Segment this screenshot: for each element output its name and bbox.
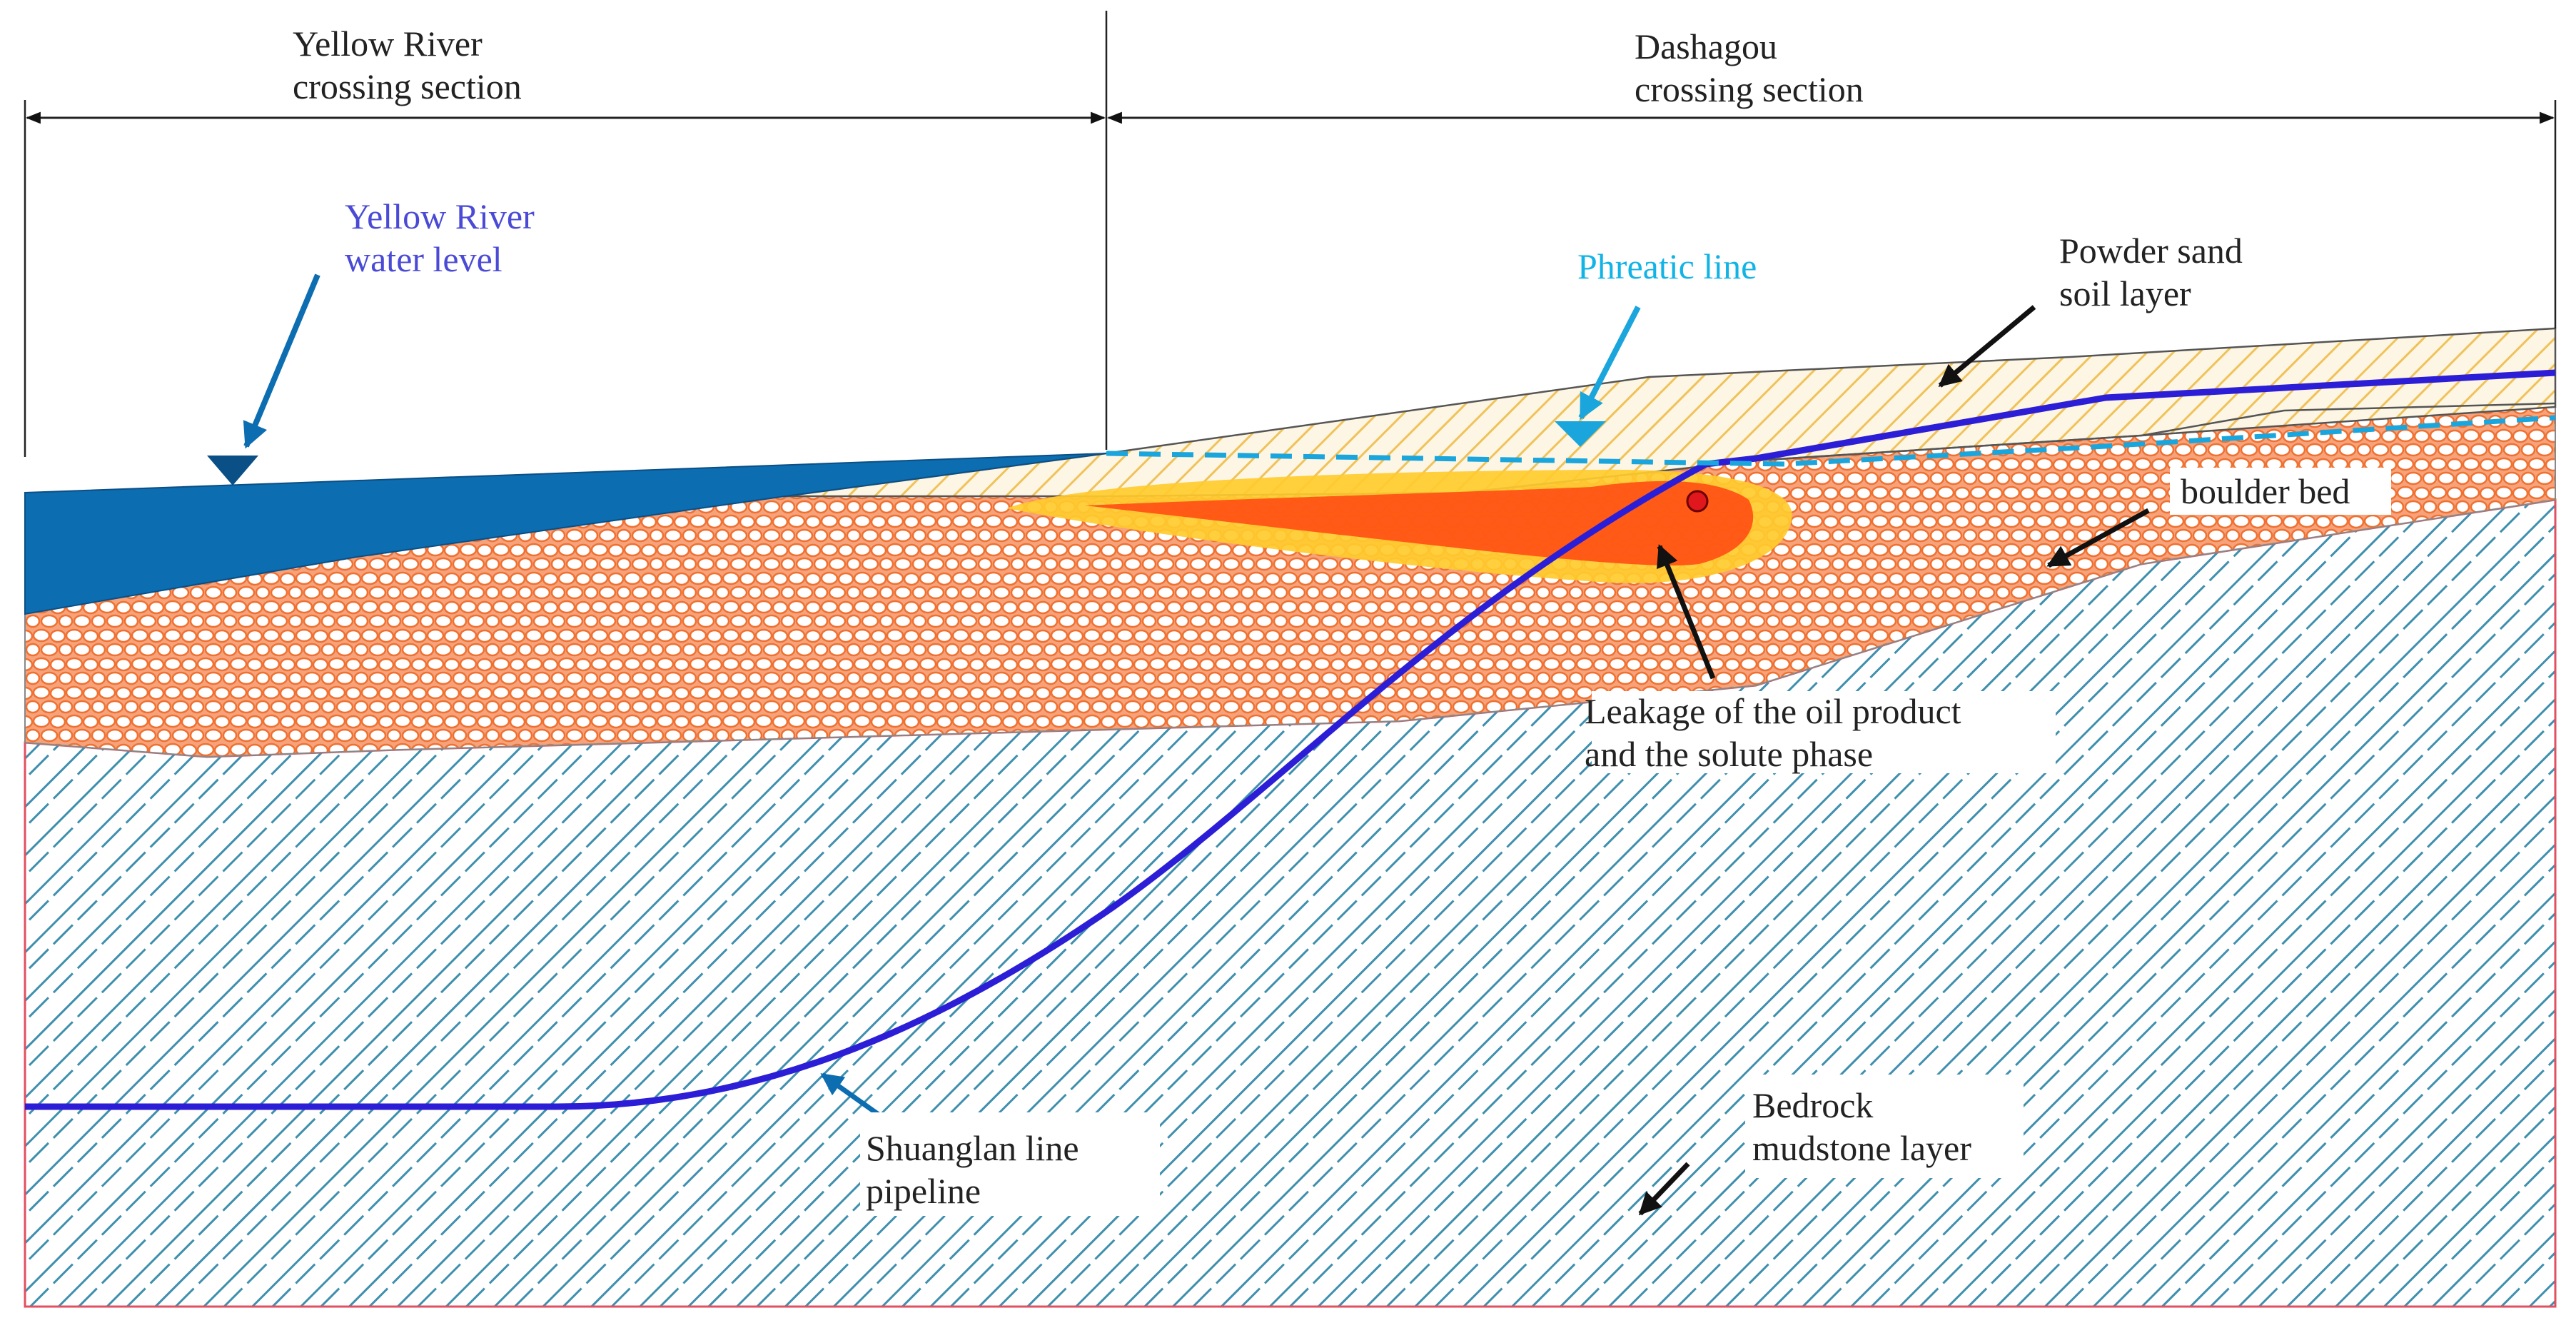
shuanglan-pipeline xyxy=(25,369,2556,1110)
water-level-label: Yellow River water level xyxy=(345,196,543,279)
bedrock-arrow xyxy=(1638,1162,1690,1216)
leakage-label: Leakage of the oil product and the solut… xyxy=(1585,691,1970,774)
powder-sand-label: Powder sand soil layer xyxy=(2059,231,2251,313)
boulder-bed-arrow xyxy=(2046,508,2150,568)
phreatic-line xyxy=(1106,415,2556,467)
pipeline-label: Shuanglan line pipeline xyxy=(866,1128,1088,1211)
yellow-river-section-title: Yellow River crossing section xyxy=(293,24,522,106)
leakage-arrow xyxy=(1657,544,1716,680)
leak-point xyxy=(1686,490,1709,513)
boulder-upper-boundary xyxy=(1755,402,2556,462)
phreatic-line-label: Phreatic line xyxy=(1577,246,1757,286)
boulder-bed-label: boulder bed xyxy=(2181,471,2350,511)
phreatic-arrow xyxy=(1578,306,1641,421)
phreatic-marker xyxy=(1555,421,1606,447)
water-level-marker xyxy=(207,456,258,486)
river-water xyxy=(24,453,1107,615)
water-level-arrow xyxy=(243,273,320,449)
dashagou-section-title: Dashagou crossing section xyxy=(1635,26,1864,109)
powder-sand-arrow xyxy=(1938,305,2036,388)
oil-plume-core xyxy=(1085,481,1754,565)
bedrock-label: Bedrock mudstone layer xyxy=(1752,1085,1971,1168)
